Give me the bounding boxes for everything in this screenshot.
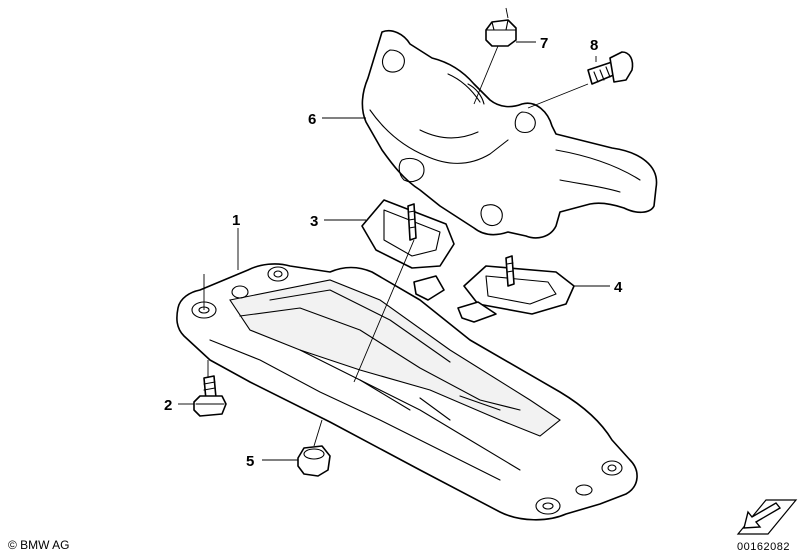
nut-part-5[interactable] (297, 445, 331, 477)
callout-1: 1 (232, 212, 240, 229)
nut-part-7[interactable] (485, 19, 517, 47)
callout-2: 2 (164, 397, 172, 414)
rubber-mount-part-4[interactable] (457, 255, 575, 323)
leader-line-5b (313, 419, 323, 447)
leader-line-3b (353, 239, 415, 383)
callout-4: 4 (614, 279, 623, 296)
callout-5: 5 (246, 453, 254, 470)
document-number: 00162082 (737, 541, 790, 553)
rubber-mount-part-3[interactable] (361, 199, 455, 301)
arrow-icon (736, 499, 798, 535)
bracket-part-6[interactable] (361, 29, 658, 239)
crossmember-part-1[interactable] (176, 263, 638, 521)
leader-line-7c (473, 45, 499, 105)
leader-line-8b (527, 83, 589, 109)
leader-lines (178, 7, 610, 461)
callout-7: 7 (540, 35, 548, 52)
bolt-part-8[interactable] (587, 51, 634, 85)
leader-line-7b (505, 7, 509, 19)
copyright-text: © BMW AG (8, 538, 70, 552)
callout-6: 6 (308, 111, 316, 128)
bolt-part-2[interactable] (193, 375, 227, 417)
callout-8: 8 (590, 37, 598, 54)
callout-3: 3 (310, 213, 318, 230)
